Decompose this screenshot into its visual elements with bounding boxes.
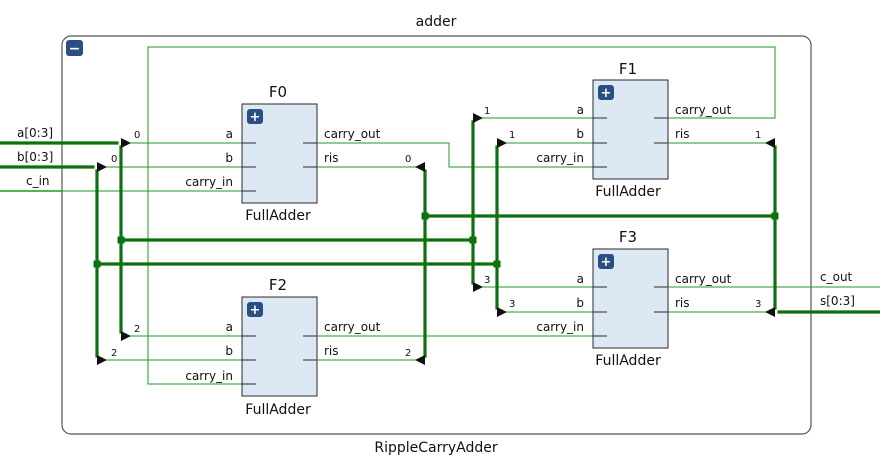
bit-label-a1: 1 xyxy=(484,106,490,117)
ripper-b2 xyxy=(97,355,107,365)
pin-carry-out: carry_out xyxy=(324,127,381,141)
ripper-a3 xyxy=(473,282,483,292)
pin-ris: ris xyxy=(675,127,690,141)
ripper-s2 xyxy=(415,355,425,365)
ripper-a1 xyxy=(473,113,483,123)
input-port-b: b[0:3] xyxy=(17,150,53,164)
module-frame xyxy=(61,35,812,435)
junction-dot xyxy=(469,236,477,244)
pin-ris: ris xyxy=(324,151,339,165)
input-port-c-in: c_in xyxy=(26,174,50,188)
collapse-icon xyxy=(66,40,83,56)
block-F0-name: F0 xyxy=(269,83,287,101)
block-F1-type: FullAdder xyxy=(595,184,661,200)
input-ports: a[0:3] b[0:3] c_in xyxy=(0,126,62,192)
pin-a: a xyxy=(226,127,233,141)
bit-label-s0: 0 xyxy=(405,154,411,165)
block-F3-name: F3 xyxy=(619,228,637,246)
junction-dot xyxy=(117,236,125,244)
pin-b: b xyxy=(225,151,233,165)
pin-a: a xyxy=(577,272,584,286)
ripper-s1 xyxy=(765,138,775,148)
svg-text:+: + xyxy=(601,86,612,101)
ripper-s3 xyxy=(765,307,775,317)
pin-ris: ris xyxy=(675,296,690,310)
ripper-b0 xyxy=(97,162,107,172)
block-F1[interactable]: F1 + a b carry_in carry_out ris FullAdde… xyxy=(536,60,731,200)
pin-b: b xyxy=(225,344,233,358)
svg-text:+: + xyxy=(250,303,261,318)
svg-text:+: + xyxy=(601,255,612,270)
bit-label-a2: 2 xyxy=(134,324,140,335)
bit-label-s3: 3 xyxy=(755,299,761,310)
block-F0-type: FullAdder xyxy=(245,208,311,224)
module-name: RippleCarryAdder xyxy=(374,440,498,456)
diagram-title: adder xyxy=(416,14,457,30)
wire-F0-carry-to-F1 xyxy=(300,142,600,168)
pin-carry-out: carry_out xyxy=(675,272,732,286)
expand-button[interactable]: + xyxy=(598,85,614,101)
bit-labels: 0 0 0 1 1 1 2 2 2 3 3 3 xyxy=(111,106,761,359)
pin-carry-in: carry_in xyxy=(185,369,233,383)
output-ports: c_out s[0:3] xyxy=(820,270,855,308)
junctions xyxy=(93,212,779,268)
block-F1-name: F1 xyxy=(619,60,637,78)
pin-stubs xyxy=(317,117,680,361)
ripper-a2 xyxy=(121,331,131,341)
svg-text:−: − xyxy=(69,41,81,57)
input-port-a: a[0:3] xyxy=(17,126,53,140)
junction-dot xyxy=(493,260,501,268)
expand-icon xyxy=(598,85,614,100)
junction-dot xyxy=(421,212,429,220)
bit-label-s1: 1 xyxy=(755,130,761,141)
junction-dot xyxy=(93,260,101,268)
expand-button[interactable]: + xyxy=(247,109,263,125)
ripper-s0 xyxy=(415,162,425,172)
pin-carry-out: carry_out xyxy=(675,103,732,117)
pin-b: b xyxy=(576,296,584,310)
expand-icon xyxy=(247,109,263,124)
block-F2-type: FullAdder xyxy=(245,402,311,418)
bit-label-b2: 2 xyxy=(111,348,117,359)
block-F2-name: F2 xyxy=(269,276,287,294)
buses xyxy=(0,120,880,358)
pin-a: a xyxy=(577,103,584,117)
output-port-c-out: c_out xyxy=(820,270,853,284)
wire-F1-carry-to-F2 xyxy=(147,46,776,385)
ripper-b1 xyxy=(497,138,507,148)
block-F3[interactable]: F3 + a b carry_in carry_out ris FullAdde… xyxy=(536,228,731,369)
bit-label-s2: 2 xyxy=(405,348,411,359)
collapse-button[interactable]: − xyxy=(66,40,83,57)
expand-button[interactable]: + xyxy=(247,302,263,318)
bit-label-b0: 0 xyxy=(111,154,117,165)
block-F2[interactable]: F2 + a b carry_in carry_out ris FullAdde… xyxy=(185,276,380,418)
svg-text:+: + xyxy=(250,110,261,125)
output-port-s: s[0:3] xyxy=(820,294,855,308)
ripper-a0 xyxy=(121,138,131,148)
expand-button[interactable]: + xyxy=(598,254,614,270)
thin-wires xyxy=(0,46,880,385)
pin-a: a xyxy=(226,320,233,334)
pin-carry-in: carry_in xyxy=(536,320,584,334)
bus-rippers xyxy=(97,113,775,365)
expand-icon xyxy=(598,254,614,269)
pin-b: b xyxy=(576,127,584,141)
block-F0[interactable]: F0 + a b carry_in carry_out ris FullAdde… xyxy=(185,83,380,224)
pin-carry-in: carry_in xyxy=(536,151,584,165)
block-F3-type: FullAdder xyxy=(595,353,661,369)
pin-ris: ris xyxy=(324,344,339,358)
pin-carry-out: carry_out xyxy=(324,320,381,334)
pin-carry-in: carry_in xyxy=(185,175,233,189)
bit-label-b3: 3 xyxy=(509,299,515,310)
ripper-b3 xyxy=(497,307,507,317)
bit-label-a3: 3 xyxy=(484,275,490,286)
expand-icon xyxy=(247,302,263,317)
junction-dot xyxy=(771,212,779,220)
bit-label-b1: 1 xyxy=(509,130,515,141)
bit-label-a0: 0 xyxy=(134,130,140,141)
